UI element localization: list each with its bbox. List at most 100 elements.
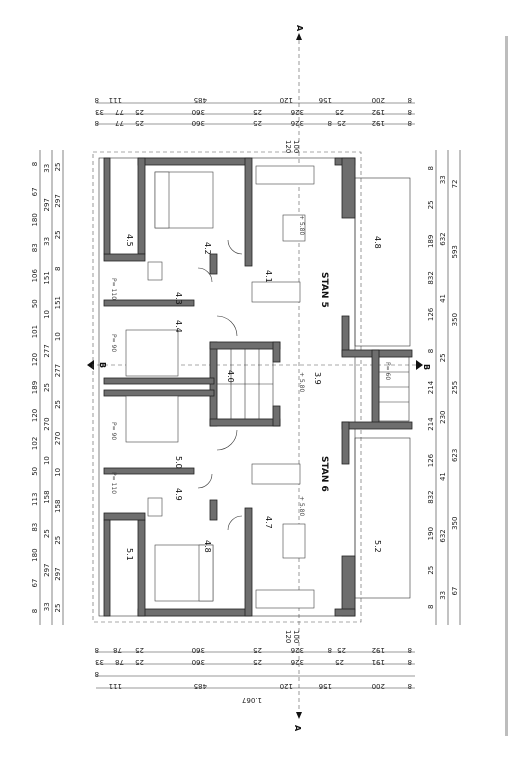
- kitchen-top: [255, 165, 315, 185]
- dim-bottom-outer-6: 8: [408, 682, 412, 690]
- dim-bottom-outer-2: 485: [194, 682, 207, 690]
- dim-bottom-mid-7: 191: [372, 658, 385, 666]
- dim-left-inner-4: 151: [54, 296, 62, 309]
- dim-right-inner-0: 72: [451, 179, 459, 188]
- dim-bottom-outer-0: 8: [95, 670, 99, 678]
- building-outline: [92, 151, 362, 623]
- note-p60: P= 60: [384, 362, 391, 380]
- vertical-scrollbar[interactable]: [505, 36, 508, 736]
- dim-left-outer-1: 67: [31, 187, 39, 196]
- dim-right-outer-1: 25: [427, 200, 435, 209]
- dim-left-outer-16: 8: [31, 609, 39, 613]
- dim-bottom-misc-a: 120: [284, 630, 292, 643]
- dim-left-inner-2: 25: [54, 230, 62, 239]
- dim-right-inner-6: 67: [451, 587, 459, 596]
- dim-right-outer-8: 126: [427, 453, 435, 467]
- dim-right-outer-10: 190: [427, 527, 435, 540]
- dim-right-inner-3: 255: [451, 381, 459, 394]
- dim-left-inner-3: 8: [54, 267, 62, 271]
- note-p90-b: P= 90: [110, 422, 117, 440]
- dim-right-mid-1: 632: [439, 232, 447, 245]
- room-5-0: 5.0: [174, 456, 183, 469]
- dim-top-outer-3: 120: [280, 96, 293, 104]
- dim-left-outer-8: 189: [31, 381, 39, 394]
- dim-right-mid-2: 41: [439, 294, 447, 303]
- bed-mid-2: [125, 395, 179, 443]
- apartment-stan-6: STAN 6: [319, 456, 329, 492]
- dim-left-mid-8: 10: [43, 456, 51, 465]
- dim-top-misc-b: 100: [292, 140, 300, 153]
- dim-top-inner-7: 25: [337, 119, 346, 127]
- sofa-bottom: [251, 463, 301, 485]
- left-dims-text: 8671808310650101120189120102501138318067…: [31, 162, 62, 614]
- dim-top-outer-1: 111: [109, 96, 122, 104]
- room-5-2: 5.2: [373, 540, 382, 553]
- dim-left-outer-13: 83: [31, 523, 39, 532]
- dim-left-inner-12: 297: [54, 567, 62, 580]
- dim-right-outer-2: 189: [427, 235, 435, 248]
- room-4-2: 4.2: [203, 242, 212, 255]
- dim-top-inner-1: 77: [115, 119, 124, 127]
- room-4-3: 4.3: [174, 292, 183, 305]
- dim-bottom-mid-8: 8: [408, 658, 412, 666]
- dim-left-outer-3: 83: [31, 243, 39, 252]
- dim-right-mid-3: 25: [439, 353, 447, 362]
- dim-top-mid-1: 77: [115, 108, 124, 116]
- dim-right-outer-9: 832: [427, 490, 435, 503]
- dim-top-mid-5: 326: [290, 108, 304, 116]
- room-4-1: 4.1: [264, 270, 273, 283]
- room-4-4: 4.4: [174, 320, 183, 333]
- dim-right-outer-0: 8: [427, 166, 435, 170]
- dim-right-outer-5: 8: [427, 349, 435, 353]
- dim-bottom-mid-4: 25: [253, 658, 262, 666]
- dimensions-bottom: 8 78 25 360 25 326 8 25 192 8 33 78 25 3…: [95, 630, 415, 704]
- dim-left-inner-6: 277: [54, 364, 62, 377]
- kitchen-bottom: [255, 589, 315, 609]
- dim-bottom-mid-2: 25: [135, 658, 144, 666]
- dim-right-mid-7: 33: [439, 591, 447, 600]
- dim-right-mid-5: 41: [439, 472, 447, 481]
- dim-left-mid-9: 158: [43, 490, 51, 503]
- dim-bottom-mid-5: 326: [290, 658, 304, 666]
- section-label-right: B: [422, 364, 431, 370]
- dim-left-outer-15: 67: [31, 579, 39, 588]
- dim-right-outer-7: 214: [427, 417, 435, 431]
- inner-outline: [98, 157, 356, 617]
- section-arrow-right-icon: [416, 360, 423, 370]
- dim-left-outer-7: 120: [31, 353, 39, 366]
- dim-bottom-misc-b: 100: [292, 630, 300, 643]
- dim-top-mid-8: 8: [408, 108, 412, 116]
- dim-top-inner-3: 360: [192, 119, 205, 127]
- dim-right-outer-6: 214: [427, 380, 435, 394]
- dim-right-mid-6: 632: [439, 529, 447, 542]
- dim-bottom-inner-9: 8: [408, 646, 412, 654]
- dining-table-bottom: [282, 523, 306, 559]
- room-4-8-bottom: 4.8: [203, 540, 212, 553]
- section-arrow-top-icon: [296, 33, 302, 40]
- dim-right-mid-4: 230: [439, 411, 447, 424]
- dim-left-mid-5: 277: [43, 344, 51, 357]
- dim-left-mid-4: 10: [43, 310, 51, 319]
- level-mid: + 5.80: [298, 372, 305, 392]
- door-swings: [197, 239, 243, 531]
- dim-top-outer-0: 8: [95, 96, 99, 104]
- dim-right-inner-4: 623: [451, 449, 459, 462]
- dim-left-mid-12: 33: [43, 602, 51, 611]
- dim-left-mid-3: 151: [43, 271, 51, 284]
- terrace-top: [354, 177, 411, 347]
- dim-top-inner-6: 8: [328, 119, 332, 127]
- dim-top-outer-4: 156: [318, 96, 332, 104]
- dim-top-inner-9: 8: [408, 119, 412, 127]
- note-p110-top: P= 110: [110, 278, 117, 300]
- room-4-9: 4.9: [174, 488, 183, 501]
- level-top: + 5.80: [298, 215, 305, 235]
- note-p90-a: P= 90: [110, 334, 117, 352]
- room-4-0: 4.0: [226, 370, 235, 383]
- dim-right-outer-4: 126: [427, 307, 435, 321]
- dim-top-outer-2: 485: [194, 96, 207, 104]
- dim-bottom-inner-7: 25: [337, 646, 346, 654]
- section-arrow-left-icon: [87, 360, 94, 370]
- dim-bottom-mid-0: 33: [95, 658, 104, 666]
- dim-bottom-inner-4: 25: [253, 646, 262, 654]
